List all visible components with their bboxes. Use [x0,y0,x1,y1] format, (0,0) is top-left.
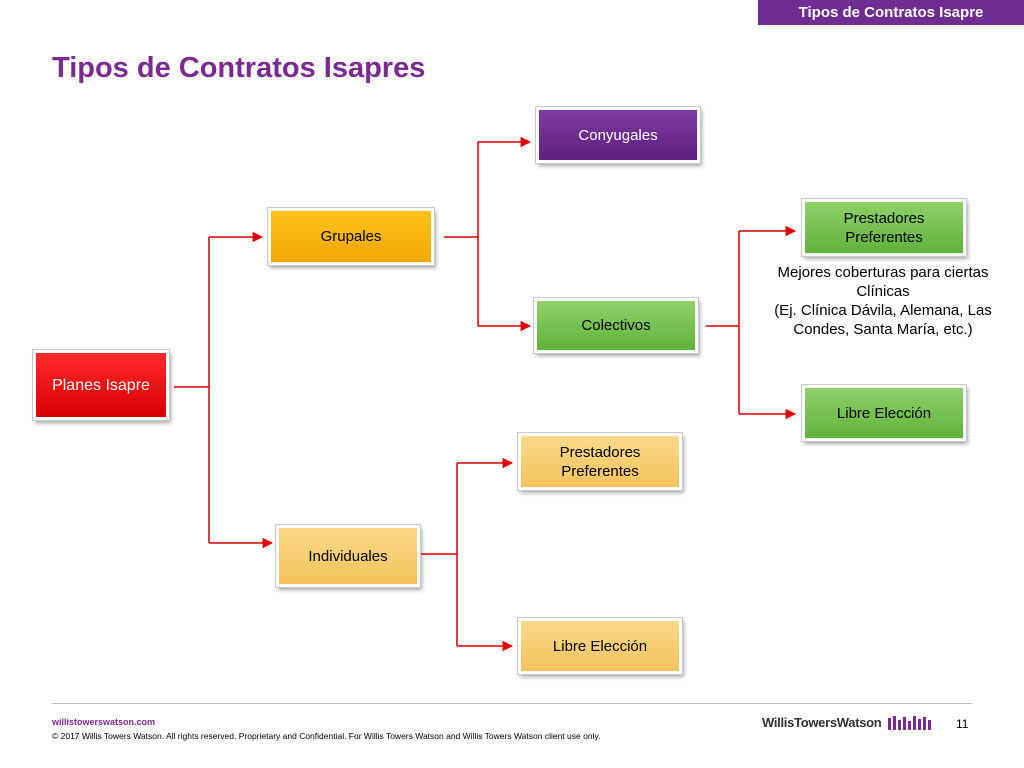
page-title: Tipos de Contratos Isapres [52,52,426,84]
node-grupales: Grupales [268,208,434,265]
node-individuales-prestadores-preferentes: Prestadores Preferentes [518,433,682,490]
footer-site-link[interactable]: willistowerswatson.com [52,717,156,727]
node-planes-isapre: Planes Isapre [33,350,169,420]
note-mejores-coberturas: Mejores coberturas para ciertas Clínicas… [774,264,992,338]
node-individuales-libre-eleccion: Libre Elección [518,618,682,674]
page-number: 11 [956,717,969,731]
section-tag: Tipos de Contratos Isapre [758,0,1024,25]
node-colectivos: Colectivos [534,298,698,353]
company-logo-text: WillisTowersWatson [762,715,882,730]
node-individuales: Individuales [276,525,420,587]
node-colectivos-libre-eleccion: Libre Elección [802,385,966,441]
footer-divider [52,703,972,704]
node-colectivos-prestadores-preferentes: Prestadores Preferentes [802,199,966,256]
footer-copyright: © 2017 Willis Towers Watson. All rights … [52,731,601,741]
company-logo-mark-icon [888,716,931,730]
node-conyugales: Conyugales [536,107,700,163]
